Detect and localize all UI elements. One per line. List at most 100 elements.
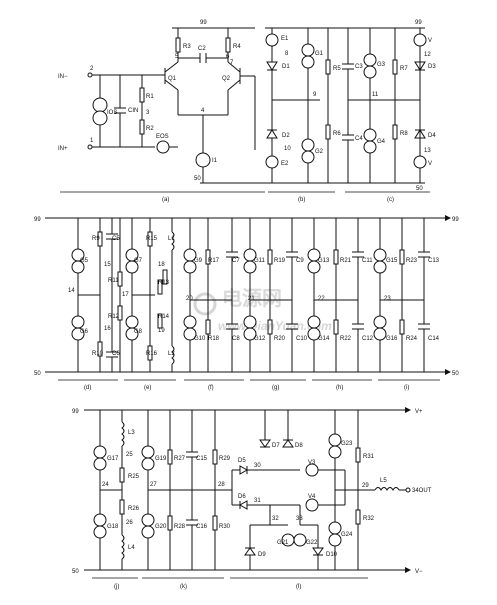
current-source-icon (71, 315, 85, 329)
label-r13: R13 (158, 280, 170, 286)
current-source-icon (307, 260, 321, 274)
section-l: (l) (296, 584, 301, 590)
node-14: 14 (68, 288, 75, 294)
label-d7: D7 (272, 443, 280, 449)
in-plus-label: IN+ (58, 146, 68, 152)
label-c8: C8 (232, 336, 240, 342)
label-g20: G20 (155, 524, 167, 530)
resistor-icon (117, 271, 123, 287)
label-c15: C15 (196, 456, 208, 462)
mid-rail-99-right: 99 (452, 217, 459, 223)
label-d10: D10 (326, 552, 338, 558)
node-30: 30 (254, 463, 261, 469)
node-8: 8 (285, 51, 289, 57)
node-7: 7 (230, 60, 234, 66)
section-g: (g) (272, 385, 279, 391)
node-17: 17 (122, 292, 129, 298)
label-g14: G14 (318, 336, 330, 342)
label-d6: D6 (238, 494, 246, 500)
label-i1: I1 (212, 158, 218, 164)
section-k: (k) (180, 584, 187, 590)
label-r29: R29 (219, 456, 231, 462)
label-g9: G9 (194, 258, 203, 264)
label-r24: R24 (406, 336, 418, 342)
label-r22: R22 (340, 336, 352, 342)
label-g13: G13 (318, 258, 330, 264)
label-c11: C11 (362, 258, 373, 264)
label-r16: R16 (146, 351, 158, 357)
rail-99-right: 99 (415, 20, 422, 26)
label-c7: C7 (232, 258, 240, 264)
current-source-icon (243, 327, 257, 341)
label-g22: G22 (306, 540, 318, 546)
label-r23: R23 (406, 258, 418, 264)
label-r3: R3 (183, 44, 191, 50)
node-19: 19 (158, 328, 165, 334)
node-6: 6 (226, 54, 230, 60)
label-r11: R11 (108, 278, 119, 284)
node-2: 2 (90, 66, 94, 72)
resistor-icon (157, 279, 163, 295)
resistor-icon (205, 319, 211, 335)
label-cin: CIN (128, 108, 138, 114)
label-r4: R4 (233, 44, 241, 50)
label-g15: G15 (386, 258, 398, 264)
label-e1: E1 (281, 36, 289, 42)
section-h: (h) (336, 385, 343, 391)
label-d9: D9 (258, 552, 266, 558)
bot-rail-99: 99 (72, 409, 79, 415)
current-source-icon (125, 327, 139, 341)
label-g6: G6 (80, 329, 89, 335)
label-r15: R15 (146, 236, 158, 242)
label-ios: IOS (107, 110, 117, 116)
inductor-icon (171, 345, 175, 365)
node-12: 12 (424, 52, 431, 58)
resistor-icon (399, 249, 405, 265)
label-d4: D4 (428, 133, 436, 139)
label-g17: G17 (107, 456, 119, 462)
current-source-icon (373, 315, 387, 329)
node-33: 33 (296, 516, 303, 522)
label-r2: R2 (146, 126, 154, 132)
node-4: 4 (201, 108, 205, 114)
in-minus-label: IN− (58, 74, 68, 80)
mid-rail-50-right: 50 (452, 371, 459, 377)
node-13: 13 (424, 148, 431, 154)
bottom-section: 99 50 V+ V− G17 G18 24 L3 L4 R25 R26 25 … (72, 407, 432, 590)
label-r25: R25 (128, 474, 140, 480)
label-c14: C14 (428, 336, 440, 342)
label-g8: G8 (134, 329, 143, 335)
label-v3: V3 (308, 460, 316, 466)
label-r20: R20 (274, 336, 286, 342)
node-28: 28 (218, 482, 225, 488)
label-q2: Q2 (222, 76, 231, 82)
mid-rail-50-left: 50 (34, 371, 41, 377)
label-r18: R18 (208, 336, 220, 342)
node-27: 27 (150, 482, 157, 488)
resistor-icon (157, 313, 163, 329)
label-r17: R17 (208, 258, 220, 264)
node-32: 32 (272, 516, 279, 522)
label-r32: R32 (363, 516, 375, 522)
label-r8: R8 (400, 131, 408, 137)
label-c9: C9 (296, 258, 304, 264)
label-g10: G10 (194, 336, 206, 342)
node-3: 3 (146, 110, 150, 116)
current-source-icon (243, 260, 257, 274)
label-g24: G24 (341, 532, 353, 538)
current-source-icon (125, 260, 139, 274)
section-b: (b) (298, 197, 305, 203)
label-g21: G21 (277, 540, 289, 546)
current-source-icon (307, 327, 321, 341)
label-d3: D3 (428, 64, 436, 70)
node-20: 20 (186, 296, 193, 302)
label-g3: G3 (377, 62, 386, 68)
label-g7: G7 (134, 258, 143, 264)
label-g23: G23 (341, 441, 353, 447)
label-r19: R19 (274, 258, 286, 264)
label-l2: L2 (168, 351, 175, 357)
section-a: (a) (162, 197, 169, 203)
node-5: 5 (175, 54, 179, 60)
node-26: 26 (126, 520, 133, 526)
